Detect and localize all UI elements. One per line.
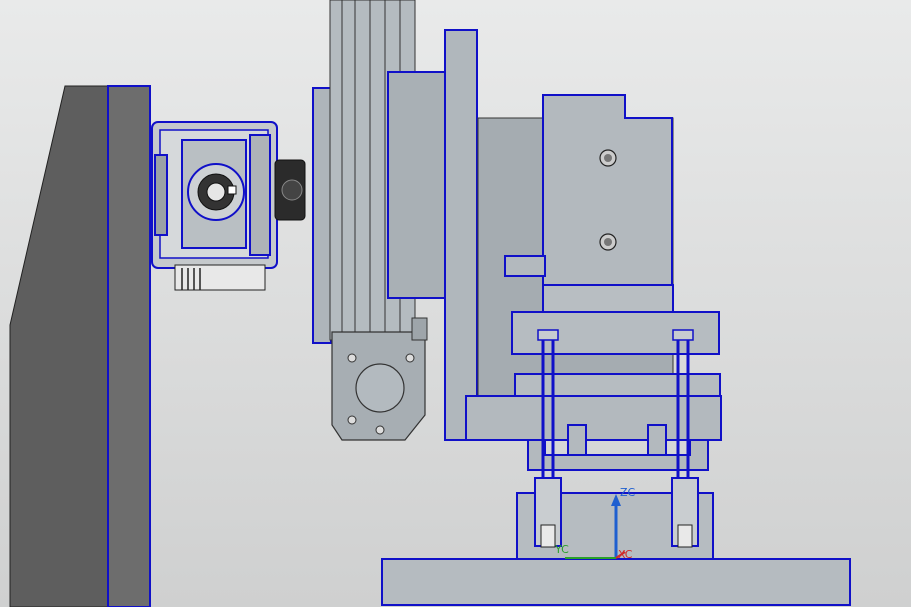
zc-label: ZC [620, 486, 636, 499]
yc-label: YC [554, 543, 569, 556]
vertical-linear-rail[interactable] [312, 0, 478, 441]
motor-mount-bracket[interactable] [331, 317, 428, 441]
xc-label: XC [618, 548, 633, 561]
xc-axis [615, 551, 626, 559]
rotary-clamp-module[interactable] [151, 121, 306, 291]
wcs-triad[interactable]: ZC YC XC [554, 486, 636, 561]
zc-axis-arrow-icon [611, 494, 621, 506]
base-plate[interactable] [381, 558, 851, 606]
left-base-frame[interactable] [9, 85, 151, 607]
